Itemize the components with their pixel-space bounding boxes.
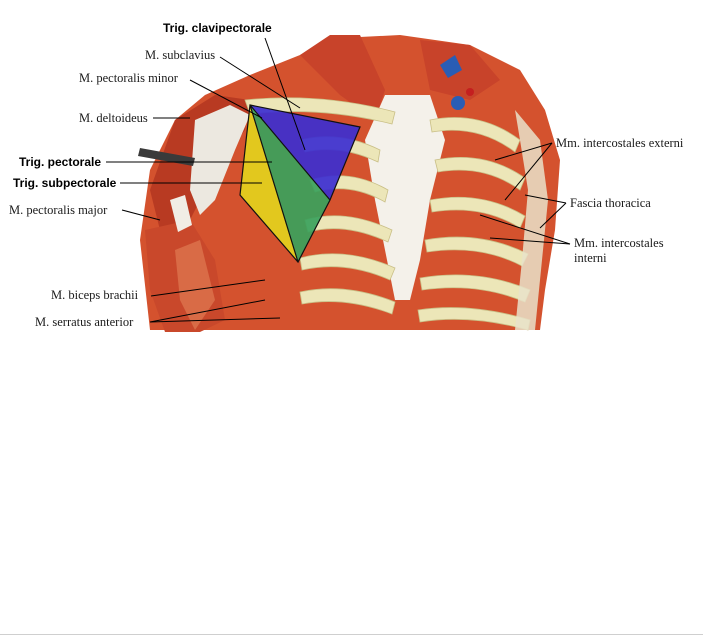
trig-clavipectorale-region xyxy=(250,105,360,200)
label-fascia-thoracica: Fascia thoracica xyxy=(570,196,651,210)
leader-fascia-thoracica-2 xyxy=(539,202,567,229)
bottom-rule xyxy=(0,634,703,635)
leader-mm-intercostales-interni-1 xyxy=(479,214,571,245)
leader-m-pectoralis-minor xyxy=(189,79,263,119)
label-m-biceps-brachii: M. biceps brachii xyxy=(51,288,139,302)
leader-lines xyxy=(106,37,571,323)
neck-muscles xyxy=(300,35,385,120)
vessel-blue-2 xyxy=(440,55,462,78)
label-mm-intercostales-externi: Mm. intercostales externi xyxy=(556,136,684,150)
label-m-pectoralis-major: M. pectoralis major xyxy=(9,203,108,217)
vessel-blue xyxy=(451,96,465,110)
triangles xyxy=(239,104,361,264)
label-m-pectoralis-minor: M. pectoralis minor xyxy=(79,71,179,85)
leader-mm-intercostales-externi-1 xyxy=(494,142,553,161)
shoulder-tendon xyxy=(190,105,250,215)
label-trig-clavipectorale: Trig. clavipectorale xyxy=(163,21,272,35)
leader-trig-clavipectorale xyxy=(264,37,306,151)
leader-m-serratus-anterior-2 xyxy=(149,317,281,323)
label-mm-intercostales-interni-line1: Mm. intercostales xyxy=(574,236,664,250)
label-m-deltoideus: M. deltoideus xyxy=(79,111,148,125)
vessel-red xyxy=(466,88,474,96)
trig-subpectorale-region xyxy=(240,105,298,262)
labels: Trig. clavipectorale M. subclavius M. pe… xyxy=(9,21,684,329)
label-m-serratus-anterior: M. serratus anterior xyxy=(35,315,134,329)
leader-m-pectoralis-major xyxy=(121,209,161,221)
label-mm-intercostales-interni-line2: interni xyxy=(574,251,607,265)
trig-pectorale-region xyxy=(250,105,330,262)
label-m-subclavius: M. subclavius xyxy=(145,48,215,62)
label-trig-subpectorale: Trig. subpectorale xyxy=(13,176,117,190)
fascia-thoracica-strip xyxy=(515,110,548,330)
leader-fascia-thoracica-1 xyxy=(524,194,567,204)
triangles-outline xyxy=(239,104,361,264)
leader-m-subclavius xyxy=(219,56,301,109)
leader-m-serratus-anterior-1 xyxy=(149,299,266,323)
label-trig-pectorale: Trig. pectorale xyxy=(19,155,101,169)
leader-m-biceps-brachii xyxy=(150,279,266,297)
shoulder-tendon-2 xyxy=(170,195,192,232)
leader-mm-intercostales-interni-2 xyxy=(489,237,571,245)
biceps-highlight xyxy=(175,240,215,330)
clavicle xyxy=(244,97,396,125)
sternum-fascia xyxy=(365,95,445,300)
leader-mm-intercostales-externi-2 xyxy=(504,142,553,201)
